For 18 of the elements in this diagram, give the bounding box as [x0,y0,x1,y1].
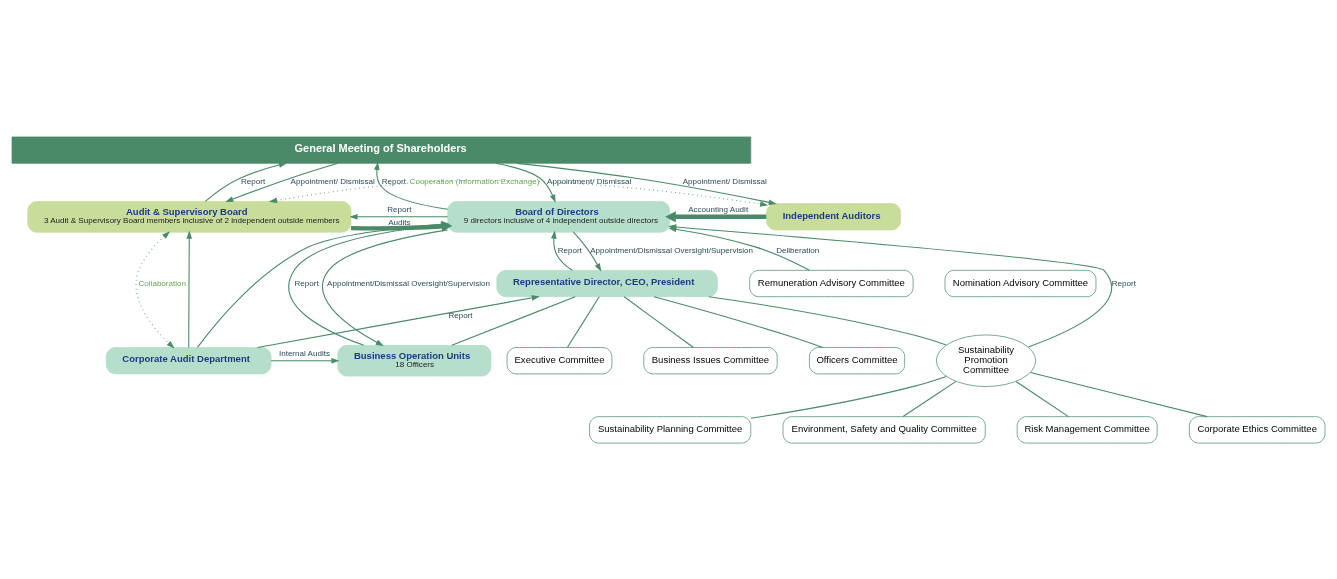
edge-label: Report [557,245,582,255]
edge-label: Appointment/Dismissal Oversight/Supervision [327,278,490,288]
edge-label: Appointment/ Dismissal [682,176,767,186]
edge-label: Internal Audits [278,348,330,358]
edge-label: Accounting Audit [688,204,749,214]
edge-label: Audits [388,217,411,227]
edge-label: Deliberation [776,245,820,255]
edge-label: Report [448,310,473,320]
edge-label: Collaboration [138,278,186,288]
edge-label: Report [387,204,412,214]
edge-label: Report [1111,278,1136,288]
edge-label: Appointment/Dismissal Oversight/Supervision [590,245,754,255]
edge-label: Cooperation (Information Exchange) [409,176,540,186]
edge-label: Appointment/ Dismissal [547,176,632,186]
edge-label: Report [241,176,266,186]
edge-label: Report [294,278,319,288]
edge-label: Appointment/ Dismissal [290,176,375,186]
edge-label: Report [381,176,406,186]
